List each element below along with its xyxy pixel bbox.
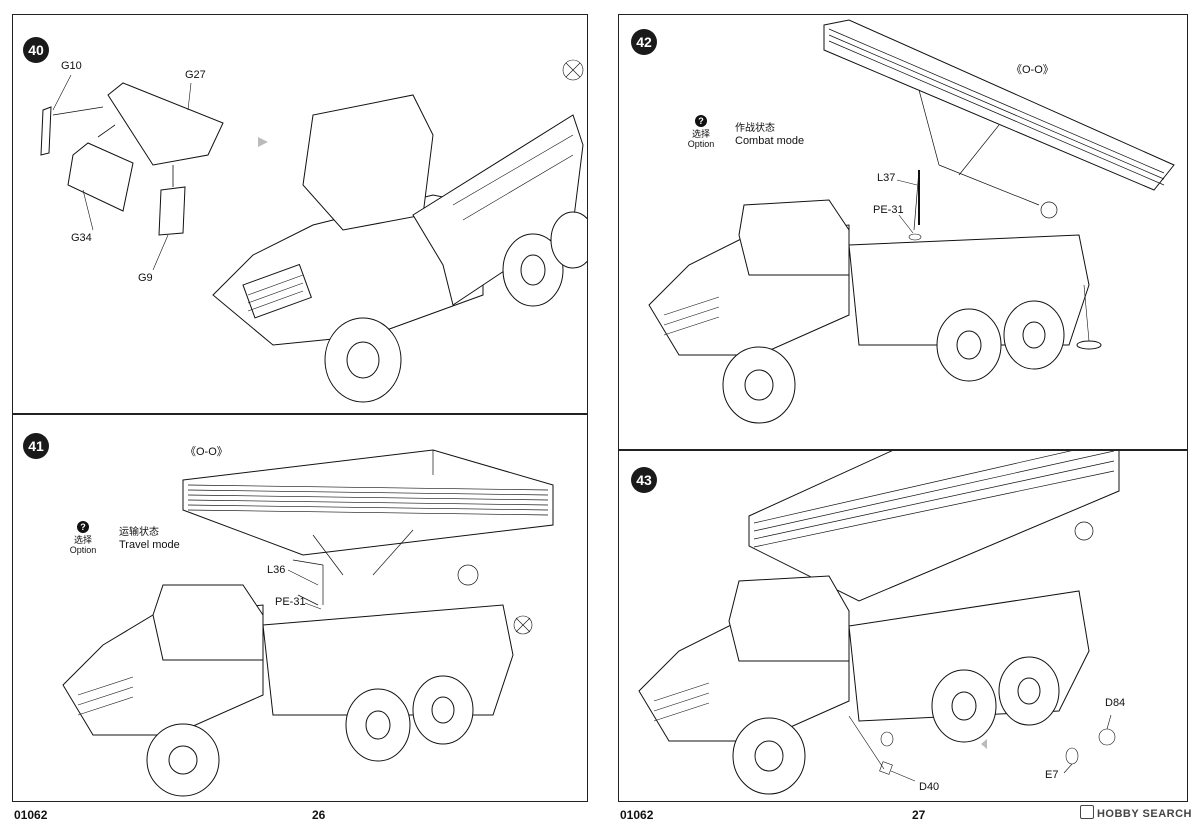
option-label-cn: 选择 — [691, 129, 710, 139]
step-41-illustration — [62, 449, 554, 797]
watermark-logo-icon — [1079, 805, 1094, 819]
part-label-d84: D84 — [1105, 697, 1126, 709]
watermark-text: HOBBY SEARCH — [1096, 808, 1192, 820]
option-label-en: Option — [69, 545, 97, 555]
part-label-pe31: PE-31 — [275, 596, 306, 608]
part-label-g10: G10 — [61, 60, 82, 72]
part-label-g34: G34 — [71, 232, 92, 244]
section-label: 《O-O》 — [1011, 64, 1054, 76]
mode-label-cn: 运输状态 — [119, 527, 159, 538]
step-42-illustration — [648, 19, 1175, 424]
option-label-cn: 选择 — [73, 535, 92, 545]
step-40-panel: 40 — [12, 14, 588, 414]
mode-label: 运输状态 Travel mode — [119, 527, 180, 552]
part-label-pe31: PE-31 — [873, 204, 904, 216]
part-label-l37: L37 — [877, 172, 896, 184]
step-43-panel: 43 — [618, 450, 1188, 802]
part-label-l36: L36 — [267, 564, 286, 576]
section-label: 《O-O》 — [185, 446, 228, 458]
part-label-d40: D40 — [919, 781, 940, 793]
step-41-panel: 41 — [12, 414, 588, 802]
step-40-illustration — [40, 59, 587, 403]
step-42-panel: 42 — [618, 14, 1188, 450]
step-number-badge: 40 — [23, 37, 49, 63]
step-number-badge: 41 — [23, 433, 49, 459]
option-label-en: Option — [687, 139, 715, 149]
part-label-e7: E7 — [1045, 769, 1059, 781]
mode-label-en: Travel mode — [119, 539, 180, 551]
step-number-badge: 42 — [631, 29, 657, 55]
step-43-illustration — [638, 451, 1120, 795]
part-label-g9: G9 — [138, 272, 153, 284]
page-number: 26 — [312, 808, 326, 822]
left-page: 40 — [12, 14, 588, 822]
page-number: 27 — [912, 808, 926, 822]
question-icon: ? — [77, 521, 89, 533]
mode-label: 作战状态 Combat mode — [735, 123, 804, 148]
option-marker: ? 选择 Option — [65, 521, 101, 555]
question-icon: ? — [695, 115, 707, 127]
step-number-badge: 43 — [631, 467, 657, 493]
right-page: 42 — [600, 0, 1200, 828]
mode-label-en: Combat mode — [735, 135, 805, 147]
watermark: HOBBY SEARCH — [1079, 805, 1192, 820]
part-label-g27: G27 — [185, 69, 206, 81]
catalog-code: 01062 — [620, 808, 654, 822]
option-marker: ? 选择 Option — [683, 115, 719, 149]
mode-label-cn: 作战状态 — [735, 123, 775, 134]
catalog-code: 01062 — [14, 808, 48, 822]
